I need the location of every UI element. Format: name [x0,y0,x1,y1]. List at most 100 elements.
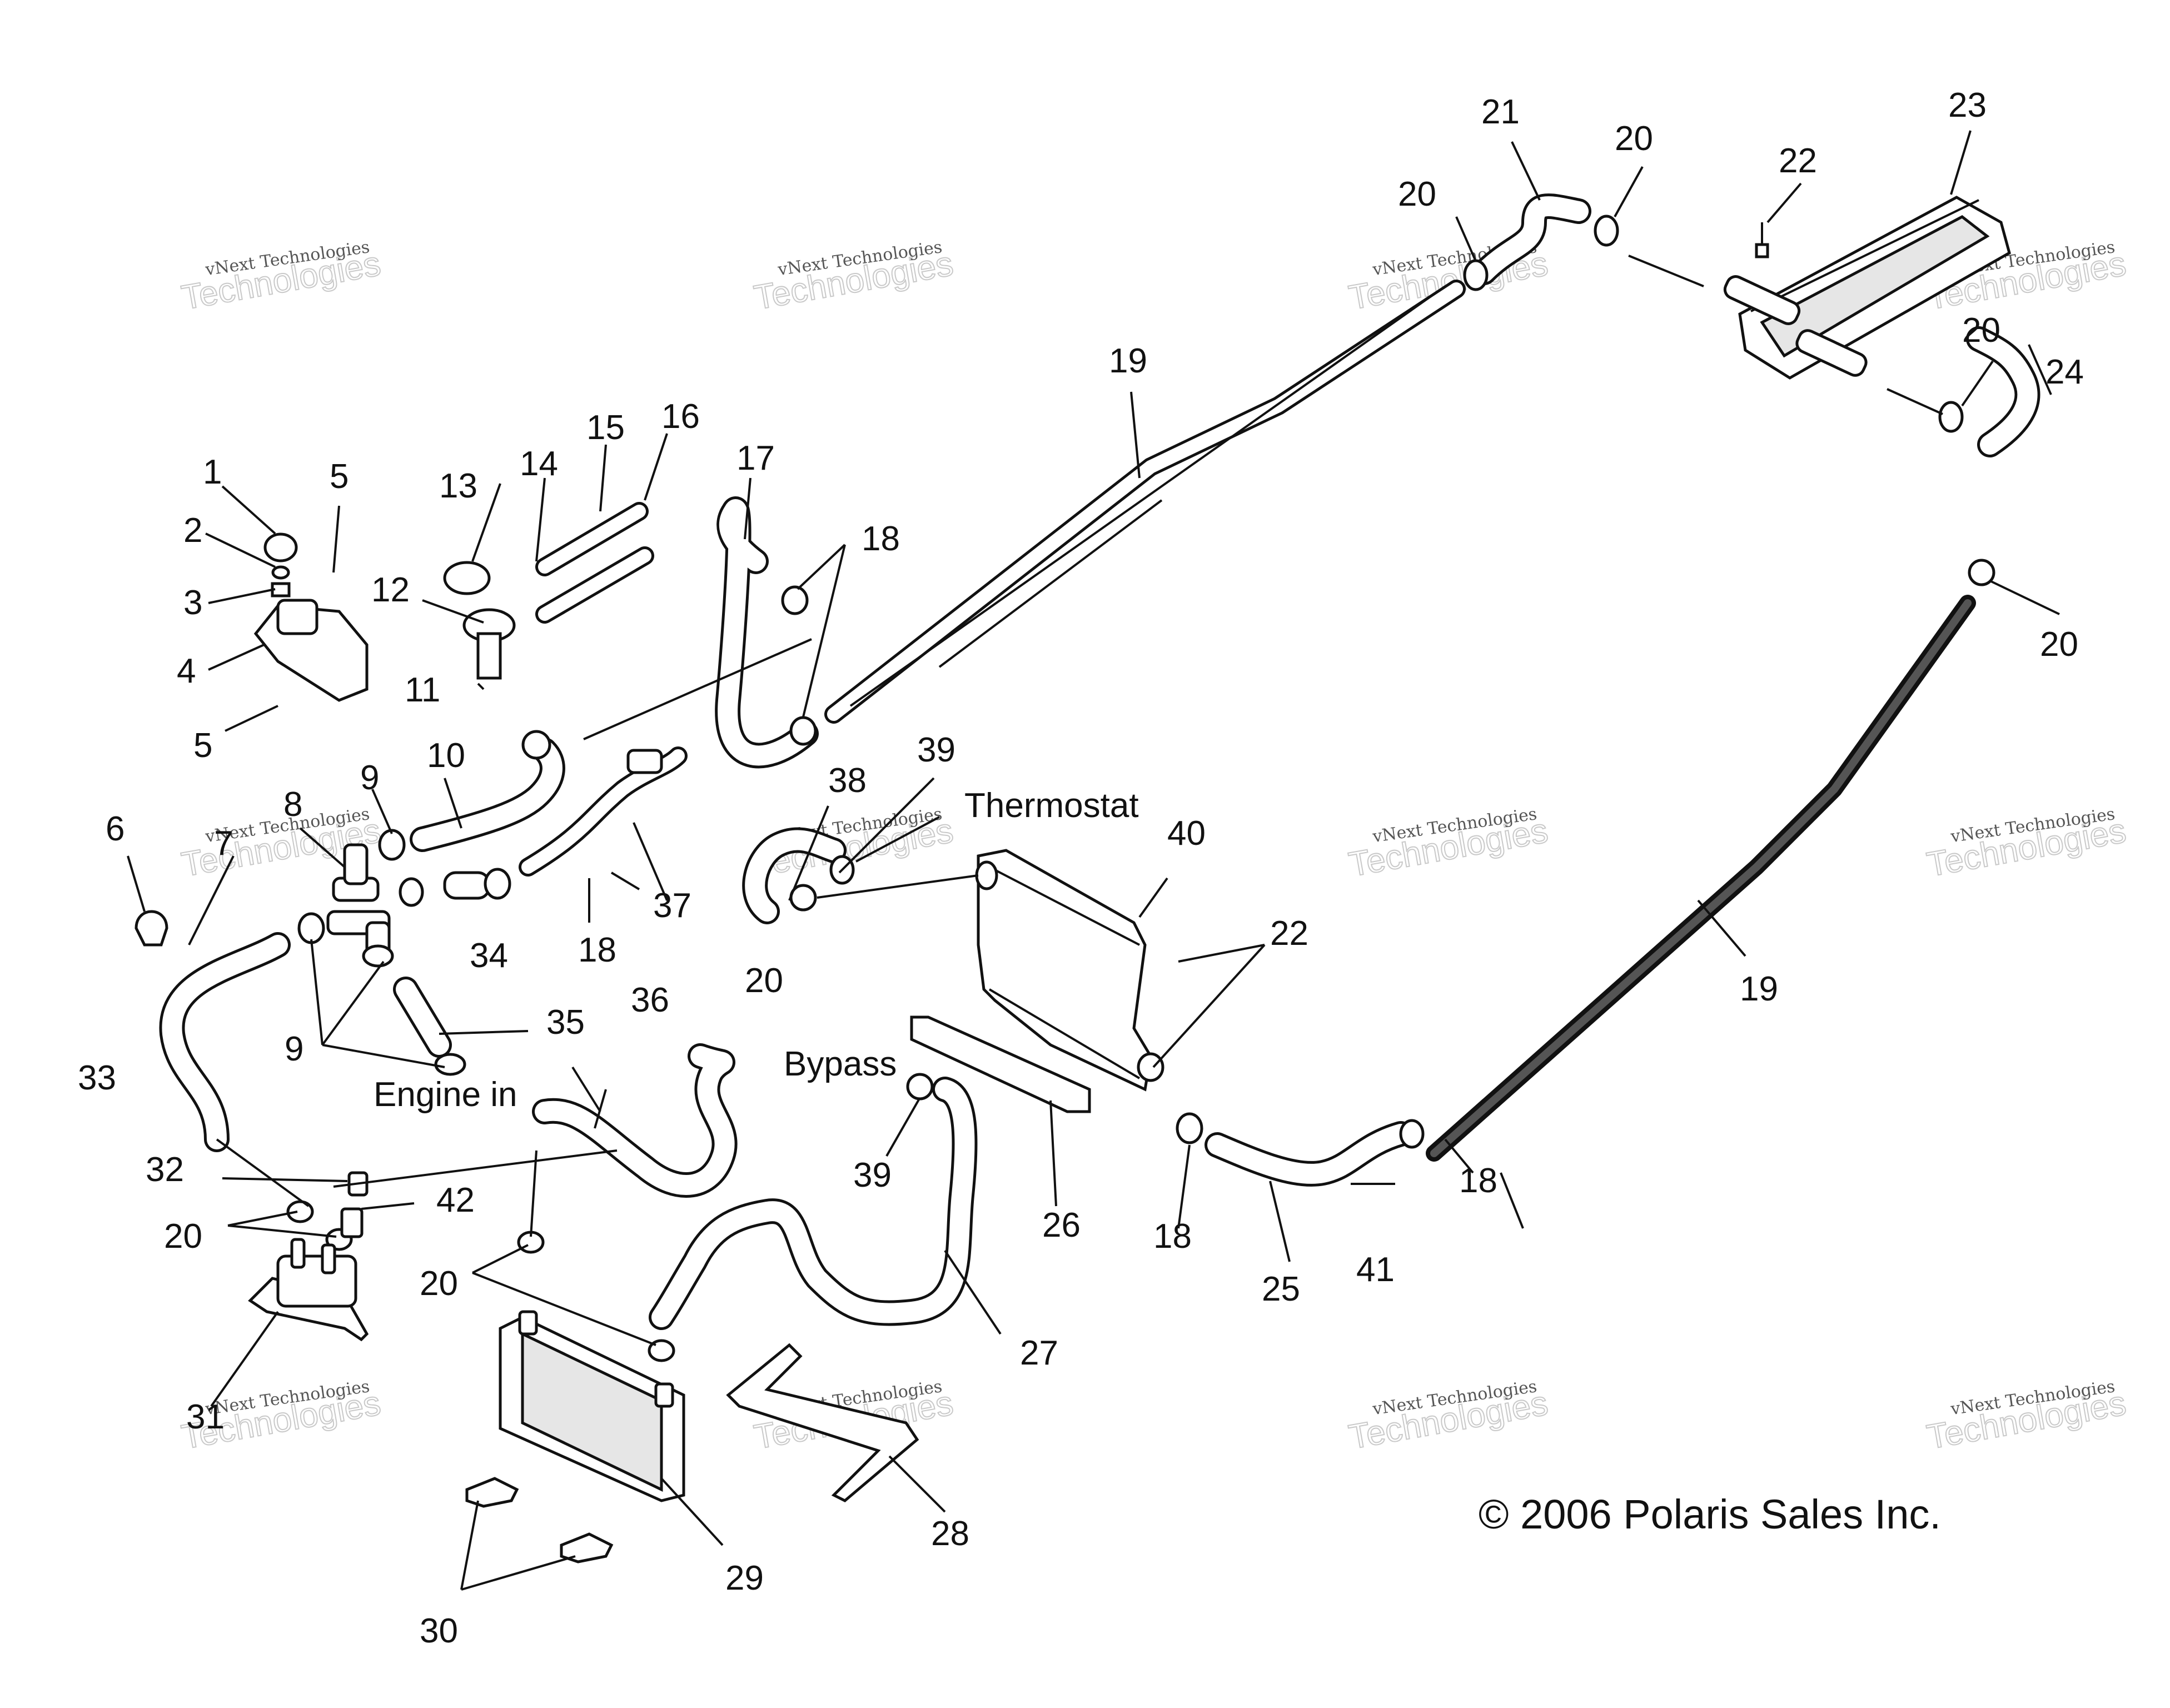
callout-number: 15 [586,409,625,447]
watermark: Technologies vNext Technologies [1924,1377,2129,1457]
callout-number: 18 [862,520,900,558]
coolant-rail-upper [824,280,1466,724]
hose-thermostat-elbow [742,827,847,924]
heat-exchanger [1723,196,2011,380]
callout-number: 9 [285,1030,303,1068]
callout-number: 3 [183,584,202,622]
hose-s-shaped [715,496,819,769]
hose-right-elbow [1966,326,2040,457]
hose-coupler [443,871,491,900]
watermark: Technologies vNext Technologies [1346,804,1551,885]
callout-number: 20 [745,962,783,1000]
callout-number: 20 [1398,175,1436,213]
bolt [1755,222,1769,258]
callout-number: 7 [214,824,233,863]
hose-clamp [1463,215,1995,586]
callout-number: 41 [1356,1251,1395,1289]
callout-number: 10 [427,736,465,775]
callout-number: 27 [1020,1334,1058,1372]
callout-number: 34 [470,937,508,975]
hose-clip [135,910,168,947]
callout-number: 2 [183,511,202,550]
fitting [340,1171,369,1238]
cooler-bracket [726,1343,919,1502]
hose-clamp [286,585,1425,1362]
hose-short [393,977,452,1058]
callout-number: 38 [828,761,867,800]
callout-numbers: 1 2 3 4 5 5 6 7 8 9 9 9 10 11 12 13 14 1… [78,86,2084,1650]
callout-number: 25 [1262,1270,1300,1308]
hose-upper-crossover [1471,193,1591,285]
hose-lower-return [1205,1121,1414,1187]
callout-number: 13 [439,467,477,505]
callout-number: 39 [853,1156,892,1194]
callout-number: 30 [420,1612,458,1650]
callout-number: 35 [546,1003,585,1042]
callout-number: 28 [931,1515,969,1553]
callout-number: 19 [1109,342,1147,380]
callout-number: 22 [1779,142,1817,180]
callout-number: 12 [371,571,410,609]
callout-number: 20 [164,1217,202,1256]
callout-number: 5 [193,726,212,765]
callout-number: 36 [631,981,669,1019]
hose-engine-return [159,932,291,1152]
filler-neck [443,561,516,680]
callout-number: 37 [653,887,691,925]
hose-long-bend [519,746,688,877]
callout-number: 20 [1962,311,2000,350]
callout-number: 17 [736,439,775,477]
watermark: Technologies vNext Technologies [751,237,957,318]
callout-number: 29 [725,1559,764,1597]
coolant-manifold [248,1238,369,1342]
callout-number: 18 [578,931,616,969]
hose-engine-in [532,1043,738,1198]
leader-lines [127,130,2060,1591]
callout-number: 32 [146,1151,184,1189]
vent-tubes [535,502,654,624]
hose-curved [410,738,565,852]
watermark: Technologies vNext Technologies [1924,804,2129,885]
callout-number: 16 [661,397,700,436]
callout-number: 11 [405,671,440,709]
callout-number: 6 [106,810,125,848]
callout-number: 42 [436,1181,475,1219]
engine-in-label: Engine in [374,1075,517,1114]
watermark: Technologies vNext Technologies [178,237,384,318]
thermostat-label: Thermostat [964,786,1139,825]
coolant-reservoir [253,532,369,702]
callout-number: 1 [203,453,222,491]
callout-number: 5 [330,457,349,496]
callout-number: 18 [1459,1162,1497,1200]
thermostat-housing [975,849,1164,1092]
oil-cooler [499,1310,685,1502]
callout-number: 23 [1948,86,1987,125]
coolant-rail-lower [1426,595,1976,1162]
watermark-grid: Technologies vNext Technologies Technolo… [178,237,2129,1457]
callout-number: 21 [1481,93,1520,131]
callout-number: 4 [177,652,196,690]
callout-number: 9 [360,759,379,797]
callout-number: 24 [2045,353,2084,391]
callout-number: 40 [1167,814,1206,853]
tee-fitting [326,843,391,963]
callout-number: 14 [520,445,558,483]
bypass-label: Bypass [784,1045,897,1083]
callout-number: 39 [917,731,955,769]
callout-number: 26 [1042,1206,1081,1244]
hose-bypass [649,1077,978,1330]
callout-number: 20 [420,1264,458,1303]
mounting-clip [465,1477,614,1563]
callout-number: 22 [1270,914,1308,953]
callout-number: 20 [1615,119,1653,158]
callout-number: 18 [1153,1217,1192,1256]
watermark: Technologies vNext Technologies [1346,1377,1551,1457]
bypass-bracket [910,1015,1091,1113]
callout-number: 20 [2040,625,2078,664]
copyright-notice: © 2006 Polaris Sales Inc. [1479,1491,1941,1537]
callout-number: 19 [1740,970,1778,1008]
callout-number: 8 [283,785,302,824]
callout-number: 31 [186,1398,225,1436]
callout-number: 33 [78,1059,116,1097]
